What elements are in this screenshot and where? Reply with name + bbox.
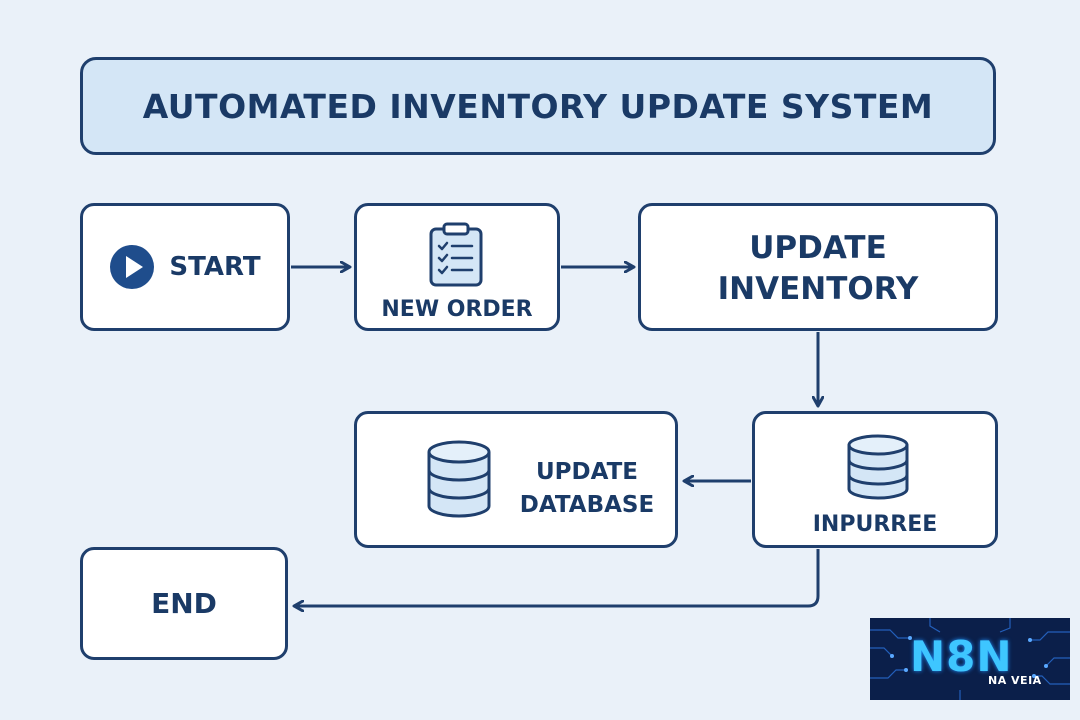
n8n-na-veia-logo: N8N NA VEIA bbox=[870, 618, 1070, 700]
node-end-label: END bbox=[151, 587, 217, 620]
circuit-pattern-icon bbox=[870, 618, 1070, 700]
node-end: END bbox=[80, 547, 288, 660]
play-icon bbox=[110, 245, 155, 289]
diagram-title: AUTOMATED INVENTORY UPDATE SYSTEM bbox=[142, 86, 934, 126]
database-icon bbox=[427, 440, 491, 518]
node-new-order-label: NEW ORDER bbox=[381, 297, 533, 322]
arrow-inpurree-to-end bbox=[294, 549, 820, 606]
node-update-database-line1: UPDATE bbox=[535, 459, 639, 485]
node-update-inventory-label: UPDATE INVENTORY bbox=[641, 228, 995, 310]
clipboard-checklist-icon bbox=[429, 222, 483, 287]
node-inpurree-label: INPURREE bbox=[812, 512, 938, 537]
node-update-database-line2: DATABASE bbox=[519, 492, 655, 518]
node-update-inventory-line1: UPDATE bbox=[749, 230, 887, 266]
node-inpurree: INPURREE bbox=[752, 411, 998, 548]
node-start: START bbox=[80, 203, 290, 331]
node-new-order: NEW ORDER bbox=[354, 203, 560, 331]
node-update-inventory-line2: INVENTORY bbox=[717, 271, 919, 307]
logo-main-text: N8N bbox=[910, 632, 1013, 681]
database-icon bbox=[847, 434, 909, 500]
node-start-label: START bbox=[169, 252, 261, 282]
node-update-database: UPDATE DATABASE bbox=[354, 411, 678, 548]
node-update-database-label: UPDATE DATABASE bbox=[507, 456, 667, 522]
title-banner: AUTOMATED INVENTORY UPDATE SYSTEM bbox=[80, 57, 996, 155]
node-update-inventory: UPDATE INVENTORY bbox=[638, 203, 998, 331]
logo-sub-text: NA VEIA bbox=[988, 674, 1042, 687]
